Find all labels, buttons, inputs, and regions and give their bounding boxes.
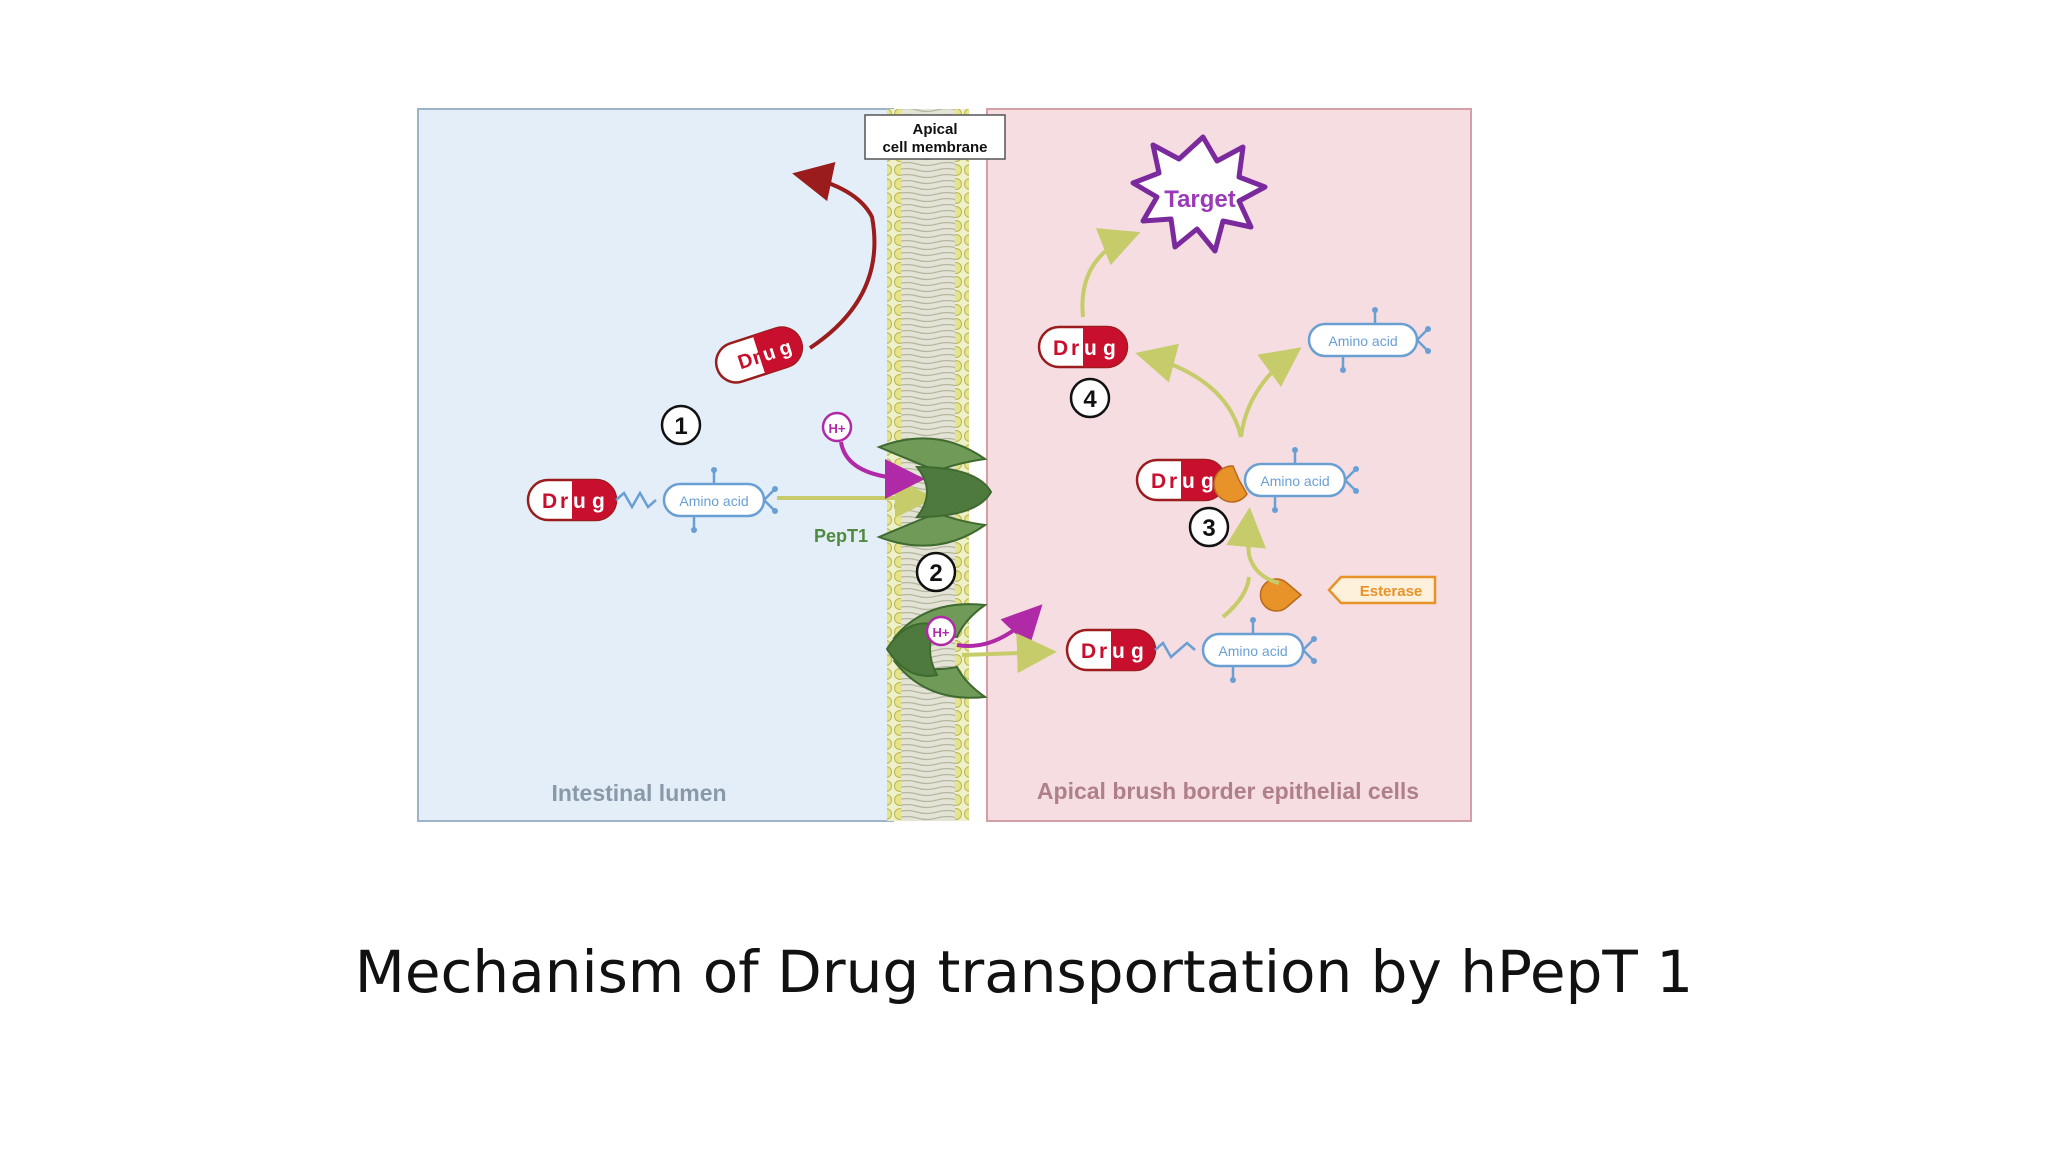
target-label: Target bbox=[1164, 186, 1236, 213]
drug-letter: g bbox=[1201, 470, 1214, 493]
drug-letter: g bbox=[1131, 640, 1144, 663]
pept1-transporter-top bbox=[876, 437, 993, 547]
step-1-badge: 1 bbox=[660, 404, 702, 446]
drug-letter: g bbox=[1103, 337, 1116, 360]
drug-letter: u bbox=[1182, 470, 1195, 493]
step-2-number: 2 bbox=[929, 560, 942, 587]
membrane-label: Apical cell membrane bbox=[864, 114, 1006, 160]
proton-bottom-label: H+ bbox=[933, 625, 950, 640]
drug-letter: D bbox=[735, 349, 756, 374]
processing-arrow bbox=[1221, 576, 1251, 619]
amino-acid-label: Amino acid bbox=[1260, 473, 1329, 489]
amino-acid-label: Amino acid bbox=[679, 493, 748, 509]
target-starburst: Target bbox=[1130, 134, 1268, 254]
split-arrow-drug bbox=[1135, 343, 1243, 438]
hydrolysis-complex: D r u g Amino acid bbox=[1135, 447, 1359, 513]
pept1-label: PepT1 bbox=[814, 526, 868, 546]
free-drug-capsule-cell: D r u g bbox=[1037, 325, 1129, 369]
membrane-label-line2: cell membrane bbox=[882, 139, 987, 156]
target-arrow bbox=[1080, 228, 1141, 318]
amino-acid-label: Amino acid bbox=[1218, 643, 1287, 659]
epithelial-cell-region bbox=[986, 108, 1472, 822]
drug-letter: r bbox=[1169, 470, 1177, 493]
drug-letter: D bbox=[1081, 640, 1096, 663]
prodrug-cell: D r u g Amino acid bbox=[1065, 617, 1317, 683]
step-3-badge: 3 bbox=[1188, 506, 1230, 548]
drug-letter: r bbox=[560, 490, 568, 513]
drug-letter: u bbox=[1084, 337, 1097, 360]
esterase-enzyme: Esterase bbox=[1259, 575, 1437, 612]
proton-top: H+ bbox=[821, 411, 853, 443]
step-2-badge: 2 bbox=[915, 551, 957, 593]
drug-letter: g bbox=[592, 490, 605, 513]
proton-top-label: H+ bbox=[829, 421, 846, 436]
epithelial-cells-label: Apical brush border epithelial cells bbox=[1037, 778, 1419, 804]
intestinal-lumen-label: Intestinal lumen bbox=[551, 780, 726, 806]
step-4-number: 4 bbox=[1083, 386, 1097, 413]
intestinal-lumen-region bbox=[417, 108, 894, 822]
proton-bottom-arrow bbox=[956, 604, 1043, 648]
release-arrow bbox=[961, 633, 1057, 674]
split-arrow-amino bbox=[1239, 347, 1302, 438]
slide-caption: Mechanism of Drug transportation by hPep… bbox=[354, 938, 1694, 1006]
drug-letter: u bbox=[573, 490, 586, 513]
drug-letter: D bbox=[542, 490, 557, 513]
efflux-arrow bbox=[792, 162, 877, 350]
drug-letter: D bbox=[1053, 337, 1068, 360]
free-drug-capsule-lumen: D r u g bbox=[714, 326, 804, 384]
step-1-number: 1 bbox=[674, 413, 687, 440]
drug-letter: D bbox=[1151, 470, 1166, 493]
drug-letter: r bbox=[1099, 640, 1107, 663]
drug-letter: r bbox=[1071, 337, 1079, 360]
drug-letter: u bbox=[1112, 640, 1125, 663]
amino-acid-label: Amino acid bbox=[1328, 333, 1397, 349]
prodrug-lumen: D r u g Amino acid bbox=[526, 467, 778, 533]
hpept1-diagram: Apical cell membrane D r u g 1 D r u g bbox=[417, 108, 1472, 822]
free-amino-acid: Amino acid bbox=[1307, 307, 1431, 373]
esterase-label: Esterase bbox=[1360, 583, 1423, 600]
membrane-label-line1: Apical bbox=[912, 121, 957, 138]
step-3-number: 3 bbox=[1202, 515, 1215, 542]
step-4-badge: 4 bbox=[1069, 377, 1111, 419]
esterase-arrow bbox=[1226, 507, 1280, 585]
proton-top-arrow bbox=[839, 441, 925, 499]
proton-bottom: H+ bbox=[925, 615, 957, 647]
